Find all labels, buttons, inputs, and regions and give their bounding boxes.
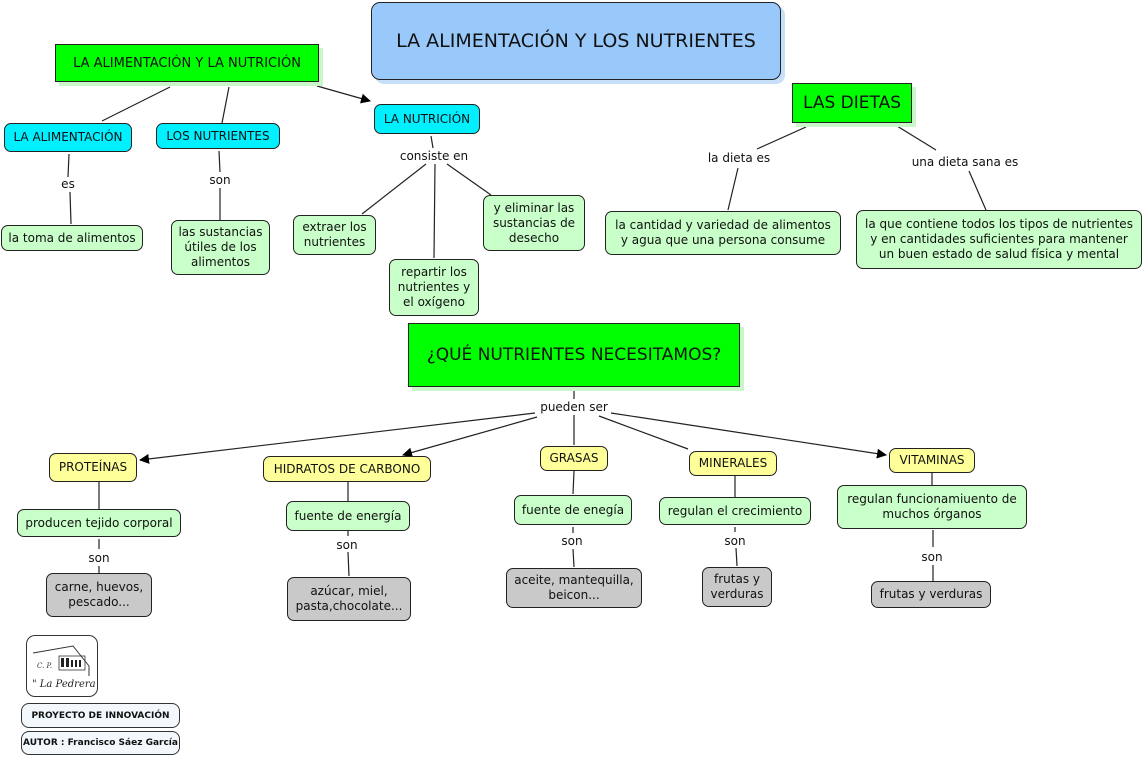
link-label-es: es [59, 177, 77, 191]
author-label: AUTOR : Francisco Sáez García [21, 731, 180, 755]
svg-text:" La Pedrera ": " La Pedrera " [32, 679, 97, 690]
edge [727, 167, 739, 211]
node-toma-alimentos[interactable]: la toma de alimentos [1, 225, 143, 251]
node-eliminar-desecho[interactable]: y eliminar las sustancias de desecho [483, 195, 585, 251]
node-extraer-nutrientes[interactable]: extraer los nutrientes [293, 215, 376, 255]
node-hidratos-examples[interactable]: azúcar, miel, pasta,chocolate... [287, 577, 411, 621]
node-grasas-examples[interactable]: aceite, mantequilla, beicon... [506, 568, 642, 608]
edge [433, 163, 436, 259]
edge [968, 170, 987, 211]
node-vitaminas-function[interactable]: regulan funcionamiuento de muchos órgano… [837, 485, 1027, 529]
edge [316, 85, 371, 104]
node-sustancias-utiles[interactable]: las sustancias útiles de los alimentos [171, 220, 270, 275]
node-alimentacion-nutricion[interactable]: LA ALIMENTACIÓN Y LA NUTRICIÓN [55, 44, 319, 82]
link-label-son: son [334, 538, 360, 552]
link-label-son: son [207, 173, 233, 187]
node-que-nutrientes[interactable]: ¿QUÉ NUTRIENTES NECESITAMOS? [408, 323, 740, 387]
map-title[interactable]: LA ALIMENTACIÓN Y LOS NUTRIENTES [371, 2, 781, 80]
link-label-dieta-sana: una dieta sana es [909, 155, 1021, 169]
edge [402, 416, 538, 458]
edge [610, 412, 887, 459]
node-las-dietas[interactable]: LAS DIETAS [792, 83, 912, 123]
edge [572, 470, 575, 495]
link-label-son: son [722, 534, 748, 548]
edge [735, 547, 738, 567]
link-label-son: son [919, 550, 945, 564]
edge [756, 126, 807, 150]
link-label-son: son [559, 534, 585, 548]
node-la-nutricion[interactable]: LA NUTRICIÓN [374, 104, 480, 134]
node-grasas-function[interactable]: fuente de enegía [514, 495, 632, 525]
link-label-pueden-ser: pueden ser [538, 400, 610, 414]
node-proteinas[interactable]: PROTEÍNAS [49, 453, 137, 482]
edge [896, 125, 937, 151]
node-repartir-nutrientes[interactable]: repartir los nutrientes y el oxígeno [389, 259, 479, 316]
edge [347, 551, 350, 577]
edge [67, 153, 70, 178]
node-dieta-sana[interactable]: la que contiene todos los tipos de nutri… [856, 210, 1142, 269]
school-building-icon: C. P. " La Pedrera " [32, 645, 103, 690]
svg-text:C. P.: C. P. [37, 662, 52, 670]
edge [218, 150, 221, 173]
project-label: PROYECTO DE INNOVACIÓN [21, 703, 180, 728]
link-label-consiste-en: consiste en [397, 149, 471, 163]
school-logo: C. P. " La Pedrera " [26, 635, 103, 697]
node-hidratos-function[interactable]: fuente de energía [286, 501, 410, 531]
node-minerales[interactable]: MINERALES [689, 451, 777, 476]
node-minerales-examples[interactable]: frutas y verduras [702, 567, 772, 607]
link-label-son: son [86, 551, 112, 565]
edge [69, 191, 72, 225]
edge [446, 163, 492, 196]
link-label-la-dieta-es: la dieta es [705, 151, 773, 165]
node-vitaminas-examples[interactable]: frutas y verduras [871, 581, 991, 608]
edge [221, 86, 230, 124]
edge [139, 412, 536, 464]
node-hidratos[interactable]: HIDRATOS DE CARBONO [263, 456, 431, 482]
node-la-alimentacion[interactable]: LA ALIMENTACIÓN [4, 123, 132, 152]
node-grasas[interactable]: GRASAS [540, 446, 608, 471]
node-los-nutrientes[interactable]: LOS NUTRIENTES [156, 123, 280, 149]
node-minerales-function[interactable]: regulan el crecimiento [659, 497, 811, 525]
edge [430, 135, 434, 149]
node-proteinas-examples[interactable]: carne, huevos, pescado... [46, 573, 152, 617]
node-proteinas-function[interactable]: producen tejido corporal [17, 509, 181, 537]
node-vitaminas[interactable]: VITAMINAS [889, 448, 975, 473]
edge [361, 163, 427, 215]
edge [598, 415, 689, 450]
node-cantidad-variedad[interactable]: la cantidad y variedad de alimentos y ag… [605, 211, 841, 255]
edge [101, 86, 171, 122]
edge [572, 548, 575, 568]
